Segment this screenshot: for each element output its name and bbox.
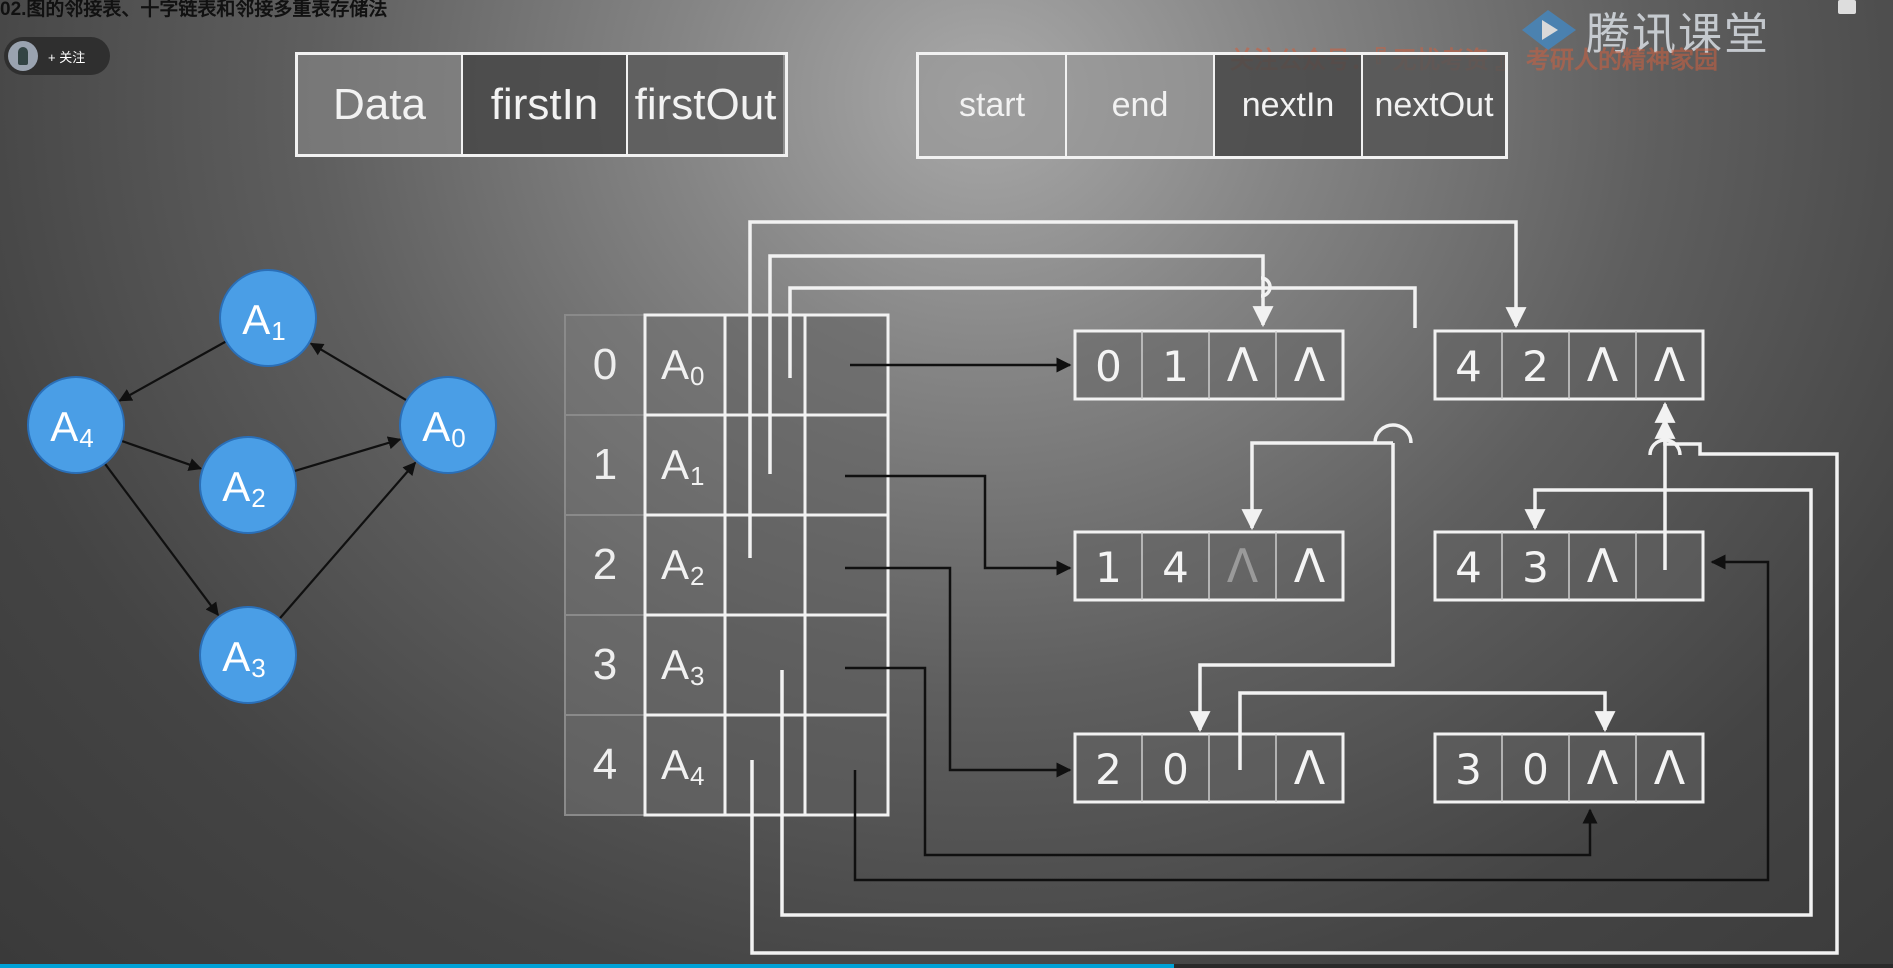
edge-node-field: Λ <box>1294 741 1326 795</box>
nextin-link-e20-e30 <box>1238 691 1616 770</box>
edge-node-field: 0 <box>1095 342 1122 391</box>
edge-node-field: Λ <box>1294 539 1326 593</box>
edge-node-field: 3 <box>1455 745 1482 794</box>
vertex-firstin-cell <box>723 613 807 717</box>
graph-edge-a1-a4 <box>118 340 227 402</box>
play-logo-icon <box>1522 10 1576 50</box>
edge-field-nextin: nextIn <box>1215 55 1363 156</box>
firstout-link-3 <box>845 666 1598 857</box>
edge-node-field: Λ <box>1587 338 1619 392</box>
edge-node-field: 4 <box>1162 543 1189 592</box>
graph-node-circle <box>27 376 125 474</box>
nextin-link-e14-e20 <box>1189 443 1395 733</box>
uploader-follow-pill[interactable]: + 关注 <box>4 37 110 75</box>
edge-node-field: 1 <box>1162 342 1189 391</box>
tencent-classroom-watermark: 腾讯课堂 <box>1518 0 1770 62</box>
vertex-firstout-cell <box>803 513 890 617</box>
edge-node-field: 0 <box>1162 745 1189 794</box>
watermark-brand: 腾讯课堂 <box>1586 10 1770 59</box>
graph-node-a3: A3 <box>199 606 297 704</box>
vertex-firstin-cell <box>723 413 807 517</box>
vertex-firstin-cell <box>723 713 807 817</box>
edge-field-start: start <box>919 55 1067 156</box>
edge-node-field: 4 <box>1455 342 1482 391</box>
graph-edge-a4-a3 <box>103 462 219 617</box>
graph-node-circle <box>399 376 497 474</box>
firstin-link-1 <box>768 254 1274 474</box>
firstin-link-3 <box>780 488 1813 917</box>
link-crossover-hop-1 <box>1260 276 1272 298</box>
link-crossover-hop-2 <box>1373 423 1413 444</box>
graph-edge-a3-a0 <box>278 461 417 620</box>
vertex-firstout-cell <box>803 413 890 517</box>
edge-node-field: Λ <box>1654 741 1686 795</box>
vertex-firstout-cell <box>803 713 890 817</box>
edge-node-field: Λ <box>1587 539 1619 593</box>
edge-field-nextout: nextOut <box>1363 55 1505 156</box>
firstout-link-1 <box>845 474 1072 576</box>
graph-node-a2: A2 <box>199 436 297 534</box>
vertex-firstin-cell <box>723 513 807 617</box>
firstout-link-2 <box>845 566 1072 778</box>
firstin-link-2 <box>748 220 1527 558</box>
video-progress-fill <box>0 964 1174 968</box>
vertex-field-firstout: firstOut <box>628 55 783 154</box>
edge-node-field: Λ <box>1654 338 1686 392</box>
avatar[interactable] <box>8 41 38 71</box>
vertex-field-firstin: firstIn <box>463 55 628 154</box>
nextin-link-e01-e14 <box>1241 441 1393 531</box>
edge-node-field: Λ <box>1227 539 1259 593</box>
video-progress-bar[interactable] <box>0 964 1893 968</box>
graph-node-a1: A1 <box>219 269 317 367</box>
vertex-index-label: 0 <box>593 340 617 389</box>
comment-icon[interactable] <box>1838 0 1856 14</box>
firstin-link-0 <box>788 286 1417 378</box>
follow-button[interactable]: + 关注 <box>48 49 86 65</box>
vertex-data-cell <box>643 313 727 417</box>
edge-node-field: 2 <box>1522 342 1549 391</box>
vertex-firstout-cell <box>803 613 890 717</box>
vertex-index-label: 4 <box>593 740 617 789</box>
vertex-firstin-cell <box>723 313 807 417</box>
firstout-link-4 <box>853 554 1770 882</box>
edge-node-field: 3 <box>1522 543 1549 592</box>
graph-node-a0: A0 <box>399 376 497 474</box>
edge-field-end: end <box>1067 55 1215 156</box>
vertex-index-label: 2 <box>593 540 617 589</box>
edge-node-field: 0 <box>1522 745 1549 794</box>
graph-node-circle <box>199 606 297 704</box>
graph-node-circle <box>219 269 317 367</box>
edge-node-field: Λ <box>1227 338 1259 392</box>
edge-node-field: 2 <box>1095 745 1122 794</box>
video-title: 02.图的邻接表、十字链表和邻接多重表存储法 <box>0 0 388 20</box>
vertex-field-data: Data <box>298 55 463 154</box>
graph-edge-a2-a0 <box>293 436 402 473</box>
edge-node-field: 4 <box>1455 543 1482 592</box>
graph-edge-a0-a1 <box>309 342 408 402</box>
graph-edge-a4-a2 <box>120 439 203 471</box>
vertex-index-label: 1 <box>593 440 617 489</box>
edge-node-field: 1 <box>1095 543 1122 592</box>
graph-node-a4: A4 <box>27 376 125 474</box>
firstin-link-4 <box>750 401 1839 955</box>
graph-node-circle <box>199 436 297 534</box>
vertex-index-label: 3 <box>593 640 617 689</box>
edge-node-field: Λ <box>1294 338 1326 392</box>
edge-node-field: Λ <box>1587 741 1619 795</box>
